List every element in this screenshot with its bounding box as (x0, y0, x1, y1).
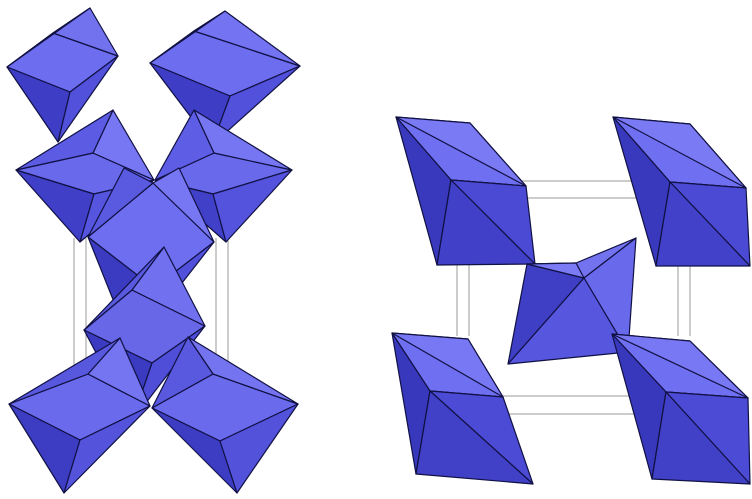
crystal-structure-figure (0, 0, 752, 499)
crystal-structure-svg (0, 0, 752, 499)
